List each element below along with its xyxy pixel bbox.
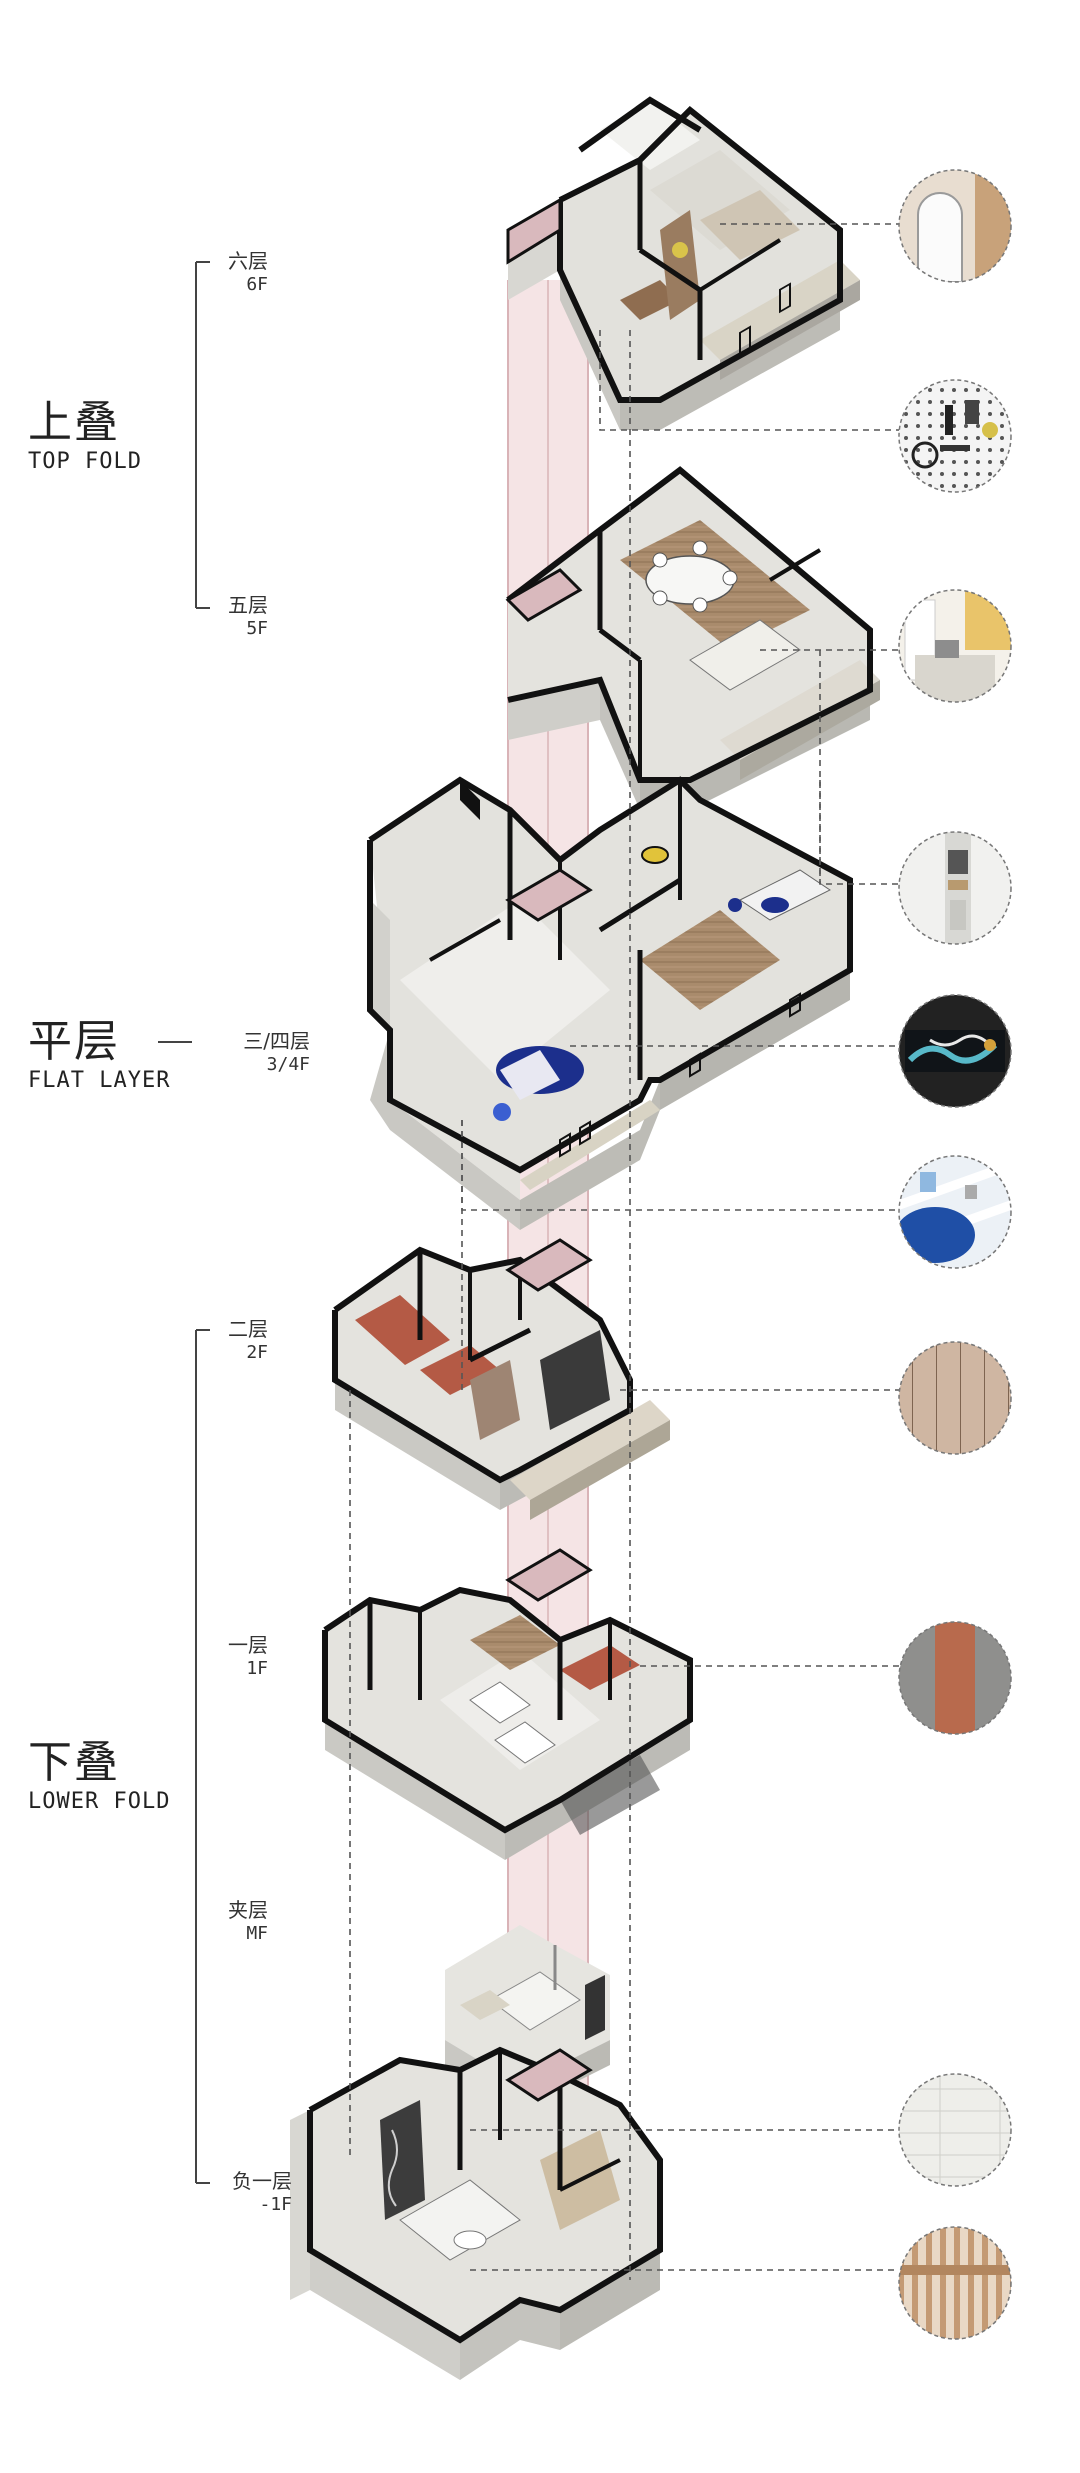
floor-name-cn: 一层 [228,1633,268,1657]
stone-tile-icon [898,2073,1012,2187]
floor-name-en: 5F [246,618,268,639]
group-title-en: FLAT LAYER [28,1068,171,1093]
floor-plan-5f [505,466,880,810]
floor-name-cn: 负一层 [232,2169,292,2193]
floor-plan-1f [322,1548,693,1860]
floor-label-mf: 夹层 MF [196,1897,268,1945]
floor-label-b1f: 负一层 -1F [196,2168,292,2216]
floor-name-en: 3/4F [266,1054,310,1075]
leader-lines [349,223,899,2280]
floor-plan-2f [332,1238,670,1520]
floor-name-cn: 夹层 [228,1898,268,1922]
floor-name-cn: 三/四层 [243,1029,310,1053]
shelf-niche-icon [898,831,1012,945]
floor-name-cn: 五层 [228,593,268,617]
pegboard-tools-icon [898,379,1012,493]
group-title-cn: 下叠 [28,1737,120,1788]
terracotta-panel-icon [898,1621,1012,1735]
floor-name-en: 2F [246,1342,268,1363]
floor-name-cn: 六层 [228,249,268,273]
floor-label-3-4f: 三/四层 3/4F [200,1028,310,1076]
group-title-en: TOP FOLD [28,449,142,474]
group-title-en: LOWER FOLD [28,1789,171,1814]
arch-mirror-icon [898,169,1012,283]
wood-grille-icon [898,2226,1012,2340]
wood-slat-icon [898,1341,1012,1455]
group-label-flat-layer: 平层 FLAT LAYER [28,1017,170,1095]
bright-room-icon [898,589,1012,703]
floor-label-5f: 五层 5F [196,592,268,640]
floor-name-en: MF [246,1923,268,1944]
bracket-top-fold [195,261,210,609]
floor-plan-b1f [290,2046,663,2380]
floor-label-2f: 二层 2F [196,1316,268,1364]
floor-label-6f: 六层 6F [196,248,268,296]
floor-plan-3-4f [367,776,853,1230]
floor-label-1f: 一层 1F [196,1632,268,1680]
floor-name-cn: 二层 [228,1317,268,1341]
group-label-top-fold: 上叠 TOP FOLD [28,398,142,476]
group-title-cn: 上叠 [28,397,120,448]
floor-name-en: 6F [246,274,268,295]
group-label-lower-fold: 下叠 LOWER FOLD [28,1738,170,1816]
abstract-painting-icon [898,994,1012,1108]
blue-shelves-icon [898,1155,1012,1269]
floor-name-en: 1F [246,1658,268,1679]
group-title-cn: 平层 [28,1016,120,1067]
floor-plan-6f [506,96,860,430]
floor-name-en: -1F [259,2194,292,2215]
bracket-lower-fold [195,1329,210,2184]
